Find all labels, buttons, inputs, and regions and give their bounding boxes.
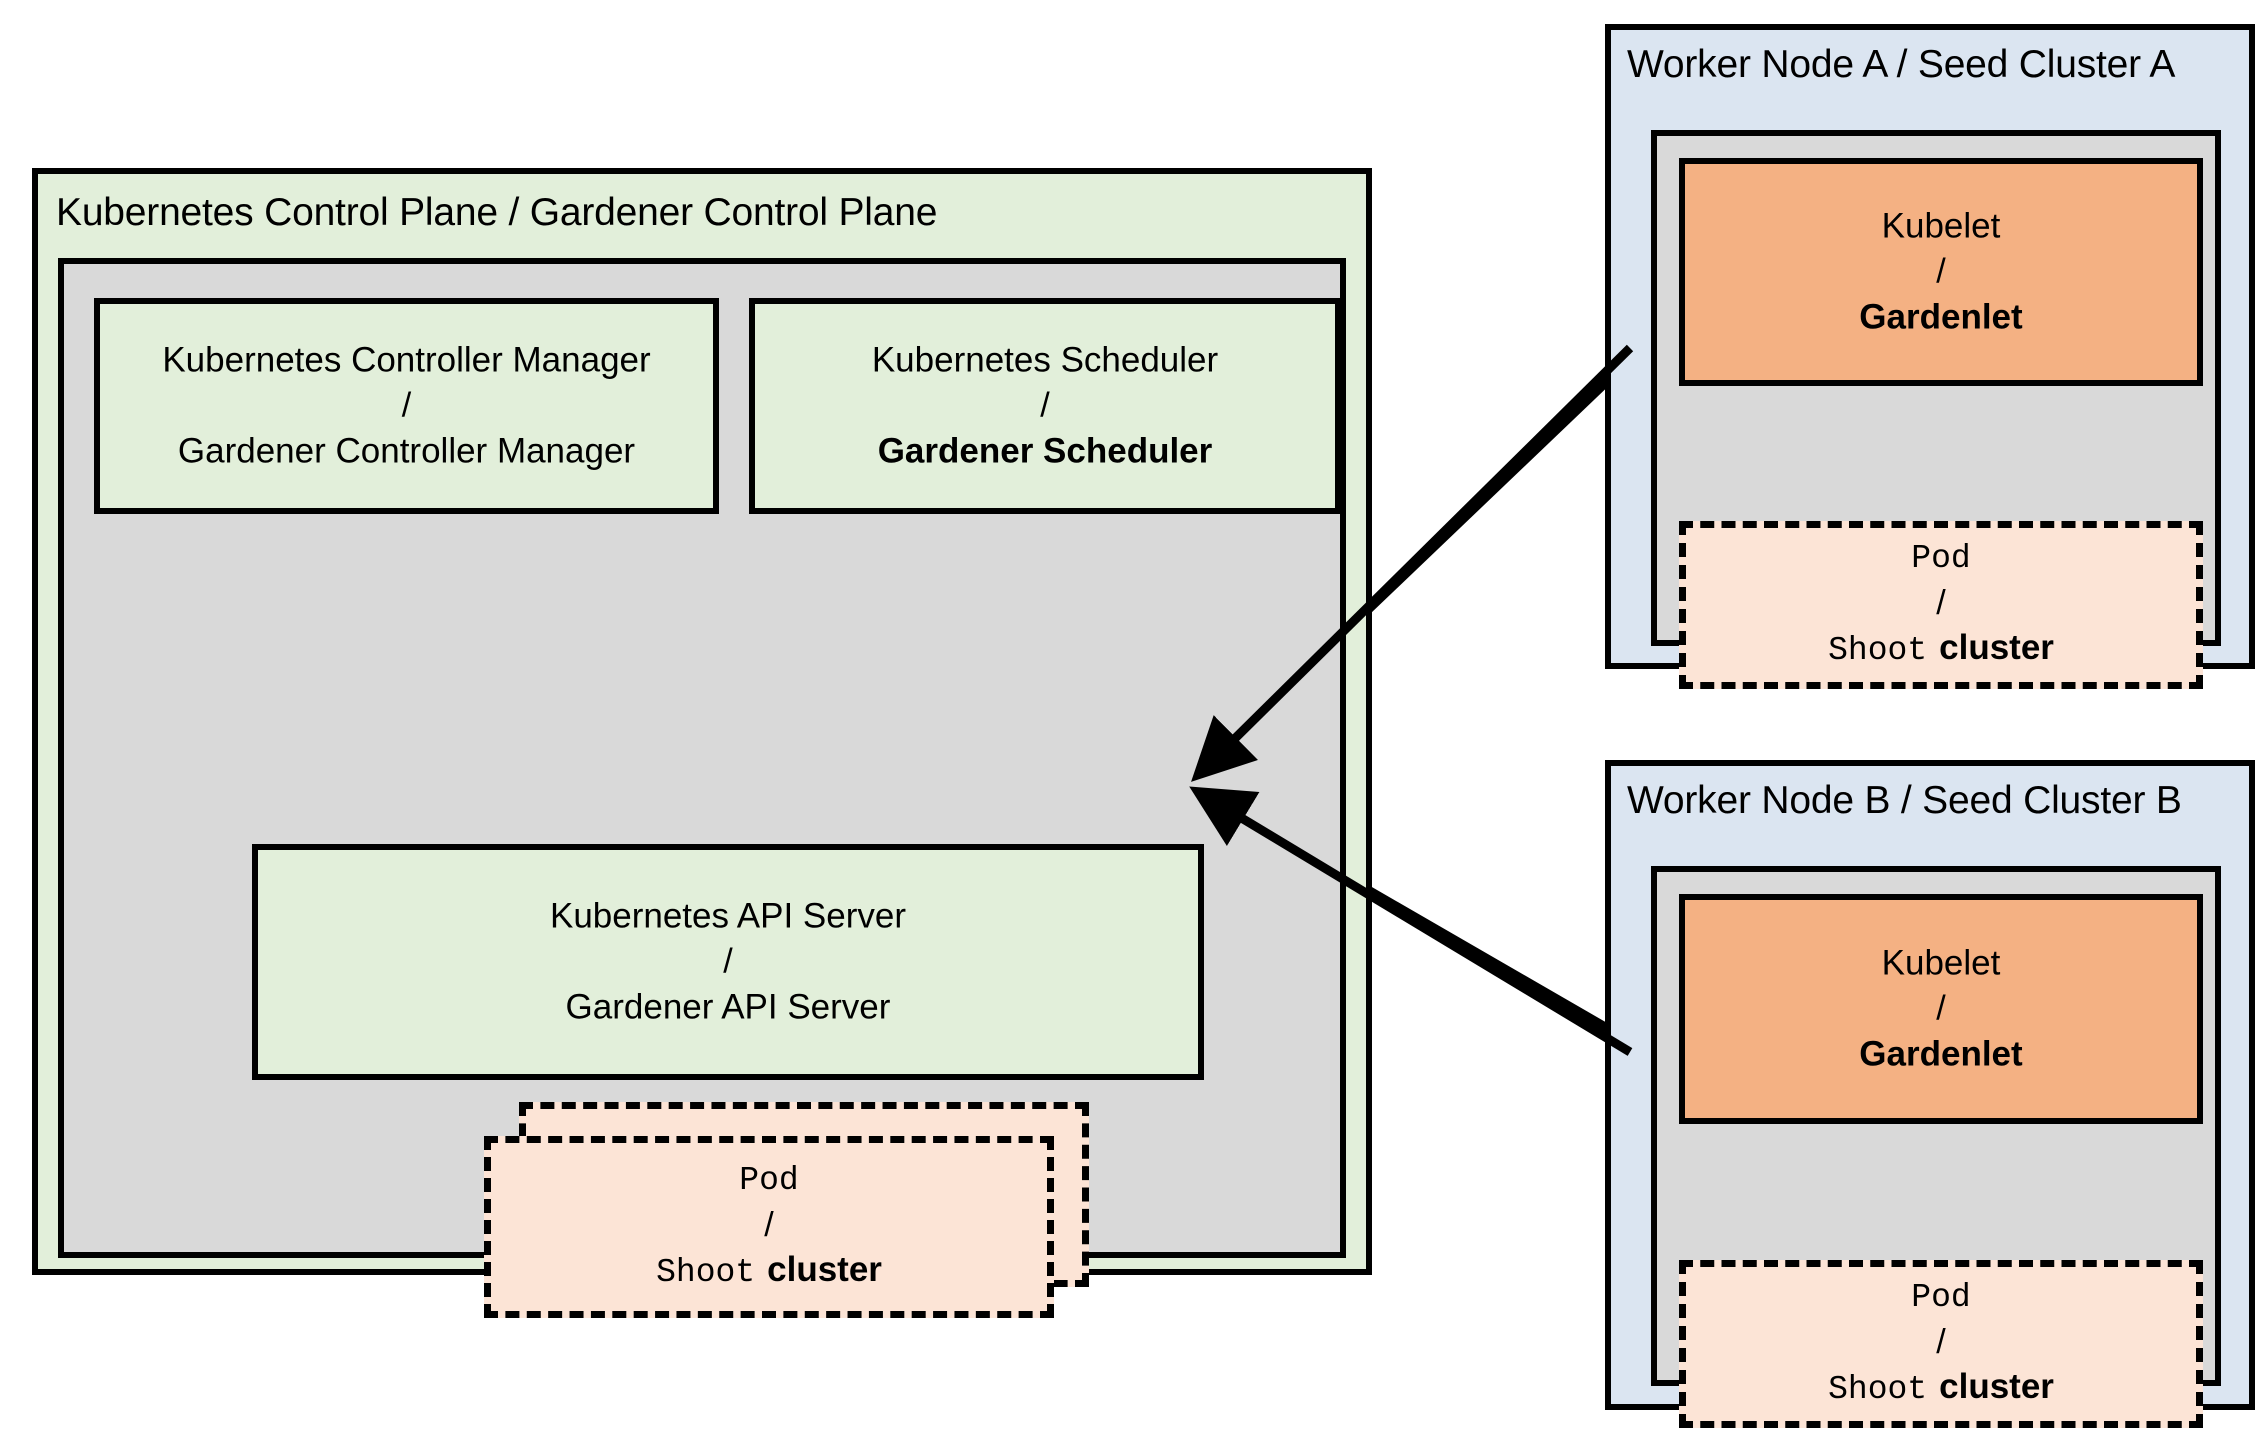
worker-node-a-pod-text: Pod / Shoot cluster: [1686, 537, 2196, 673]
worker-node-b-kubelet-separator: /: [1936, 989, 1946, 1028]
control-plane-inner-panel: Kubernetes Controller Manager / Gardener…: [58, 258, 1346, 1318]
control-plane-pod-line1: Pod: [739, 1162, 799, 1200]
worker-node-a-pod-line2-mono: Shoot: [1828, 632, 1928, 670]
worker-node-a-container: Worker Node A / Seed Cluster A Kubelet /…: [1605, 24, 2255, 689]
api-server-separator: /: [723, 942, 733, 981]
api-server-text: Kubernetes API Server / Gardener API Ser…: [258, 893, 1198, 1030]
scheduler-text: Kubernetes Scheduler / Gardener Schedule…: [755, 337, 1335, 474]
worker-node-a-kubelet-line2: Gardenlet: [1859, 297, 2023, 337]
controller-manager-text: Kubernetes Controller Manager / Gardener…: [100, 337, 713, 474]
worker-node-b-kubelet-line2: Gardenlet: [1859, 1034, 2023, 1074]
worker-node-b-kubelet-box[interactable]: Kubelet / Gardenlet: [1679, 894, 2203, 1124]
worker-node-a-pod-line1: Pod: [1911, 540, 1971, 578]
controller-manager-line1: Kubernetes Controller Manager: [162, 340, 651, 380]
control-plane-pod-line2-bold: cluster: [767, 1250, 882, 1290]
worker-node-b-title: Worker Node B / Seed Cluster B: [1627, 779, 2182, 822]
worker-node-a-kubelet-separator: /: [1936, 252, 1946, 291]
worker-node-b-inner-panel: Kubelet / Gardenlet Pod / Shoot cluster: [1651, 866, 2221, 1428]
worker-node-b-container: Worker Node B / Seed Cluster B Kubelet /…: [1605, 760, 2255, 1428]
control-plane-pod-line2: Shoot cluster: [491, 1247, 1047, 1295]
control-plane-container: Kubernetes Control Plane / Gardener Cont…: [32, 168, 1372, 1318]
scheduler-line1: Kubernetes Scheduler: [871, 340, 1219, 380]
worker-node-b-pod-line1: Pod: [1911, 1279, 1971, 1317]
worker-node-a-pod-line2: Shoot cluster: [1686, 625, 2196, 673]
control-plane-pod-line2-mono: Shoot: [656, 1254, 756, 1292]
worker-node-a-pod-box[interactable]: Pod / Shoot cluster: [1679, 521, 2203, 689]
control-plane-pod-separator: /: [764, 1205, 774, 1244]
worker-node-a-kubelet-text: Kubelet / Gardenlet: [1685, 203, 2197, 340]
kubernetes-api-server-box[interactable]: Kubernetes API Server / Gardener API Ser…: [252, 844, 1204, 1080]
control-plane-pod-box[interactable]: Pod / Shoot cluster: [484, 1136, 1054, 1318]
worker-node-a-kubelet-line1: Kubelet: [1881, 206, 2001, 246]
worker-node-a-title: Worker Node A / Seed Cluster A: [1627, 43, 2176, 86]
worker-node-b-pod-separator: /: [1936, 1322, 1946, 1361]
kubernetes-controller-manager-box[interactable]: Kubernetes Controller Manager / Gardener…: [94, 298, 719, 514]
worker-node-b-pod-line2-mono: Shoot: [1828, 1371, 1928, 1409]
worker-node-b-pod-text: Pod / Shoot cluster: [1686, 1276, 2196, 1412]
api-server-line2: Gardener API Server: [565, 987, 891, 1027]
worker-node-a-pod-separator: /: [1936, 583, 1946, 622]
api-server-line1: Kubernetes API Server: [549, 896, 907, 936]
kubernetes-scheduler-box[interactable]: Kubernetes Scheduler / Gardener Schedule…: [749, 298, 1341, 514]
scheduler-line2: Gardener Scheduler: [877, 431, 1213, 471]
worker-node-b-pod-line2-bold: cluster: [1939, 1367, 2054, 1407]
worker-node-b-kubelet-line1: Kubelet: [1881, 943, 2001, 983]
worker-node-b-pod-box[interactable]: Pod / Shoot cluster: [1679, 1260, 2203, 1428]
worker-node-a-inner-panel: Kubelet / Gardenlet Pod / Shoot cluster: [1651, 130, 2221, 689]
worker-node-a-kubelet-box[interactable]: Kubelet / Gardenlet: [1679, 158, 2203, 386]
scheduler-separator: /: [1040, 386, 1050, 425]
controller-manager-line2: Gardener Controller Manager: [177, 431, 636, 471]
worker-node-b-pod-line2: Shoot cluster: [1686, 1364, 2196, 1412]
worker-node-a-pod-line2-bold: cluster: [1939, 628, 2054, 668]
controller-manager-separator: /: [401, 386, 412, 425]
worker-node-b-kubelet-text: Kubelet / Gardenlet: [1685, 940, 2197, 1077]
control-plane-pod-text: Pod / Shoot cluster: [491, 1159, 1047, 1295]
control-plane-title: Kubernetes Control Plane / Gardener Cont…: [56, 191, 938, 234]
